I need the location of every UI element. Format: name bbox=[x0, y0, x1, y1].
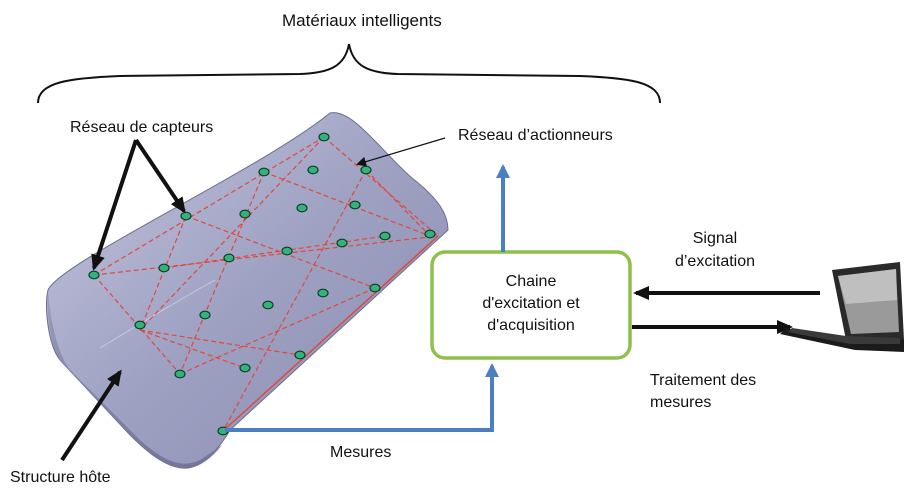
signal-label-line1: Signal bbox=[692, 230, 738, 247]
sensor-arrow-right bbox=[134, 138, 186, 214]
measures-arrow bbox=[225, 363, 499, 432]
sensor-arrow-left bbox=[91, 139, 138, 271]
signal-label-line2: d’excitation bbox=[674, 253, 756, 270]
laptop-icon bbox=[780, 262, 904, 352]
host-structure bbox=[46, 112, 449, 469]
actuator-network-label: Réseau d’actionneurs bbox=[458, 127, 613, 144]
processing-label-line2: mesures bbox=[650, 394, 712, 411]
acquisition-box-line1: Chaine bbox=[505, 273, 557, 290]
actuator-arrow bbox=[356, 137, 446, 167]
title: Matériaux intelligents bbox=[282, 11, 442, 30]
acquisition-box-line3: d'acquisition bbox=[487, 317, 575, 334]
actuator-grid bbox=[93, 136, 439, 432]
host-arrow bbox=[60, 369, 122, 462]
acquisition-box bbox=[430, 250, 632, 360]
processing-label-line1: Traitement des bbox=[650, 372, 757, 389]
measures-label: Mesures bbox=[330, 444, 392, 461]
brace bbox=[37, 43, 661, 104]
sensor-nodes bbox=[88, 132, 436, 436]
host-structure-label: Structure hôte bbox=[10, 469, 111, 486]
panel-edge-line bbox=[222, 235, 439, 432]
sensor-network-label: Réseau de capteurs bbox=[70, 119, 214, 136]
acquisition-box-line2: d'excitation et bbox=[482, 295, 580, 312]
